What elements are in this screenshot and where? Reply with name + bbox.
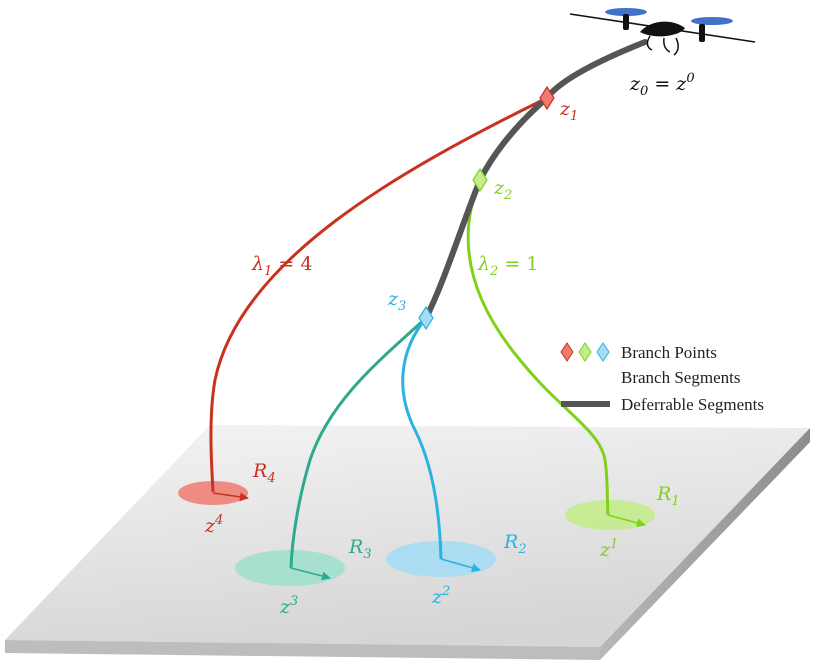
label-goal1: z1	[599, 537, 618, 561]
label-z0: z0 = z0	[629, 71, 695, 99]
legend-cyan-diamond-icon	[596, 342, 610, 362]
branch-segment-green	[466, 179, 610, 516]
branch-segment-teal	[289, 316, 428, 569]
label-goal2: z2	[431, 584, 450, 608]
goal-arrow-4	[212, 492, 249, 502]
label-lambda2: λ2 = 1	[477, 253, 538, 279]
region-r3	[235, 550, 345, 586]
legend: Branch Points Branch Segments Deferrable…	[560, 342, 764, 414]
legend-red-diamond-icon	[560, 342, 574, 362]
goal-arrow-2	[440, 558, 481, 573]
label-z2: z2	[493, 177, 512, 203]
label-goal3: z3	[279, 594, 298, 618]
label-z1: z1	[559, 98, 578, 124]
label-goal4: z4	[204, 513, 223, 537]
label-lambda1: λ1 = 4	[251, 253, 312, 279]
legend-branch-segments: Branch Segments	[621, 368, 740, 387]
label-r2: R2	[503, 531, 527, 557]
label-z3: z3	[387, 288, 406, 314]
goal-arrow-1	[607, 514, 646, 528]
branch-point-z1-icon	[539, 85, 555, 111]
deferrable-segment	[423, 39, 648, 321]
branch-point-z3-icon	[418, 305, 434, 331]
branch-point-z2-icon	[472, 167, 488, 193]
branch-segment-cyan	[401, 317, 443, 560]
legend-branch-points: Branch Points	[621, 343, 717, 362]
legend-deferrable-segments: Deferrable Segments	[621, 395, 764, 414]
quadrotor-drone-icon	[569, 8, 756, 56]
label-r1: R1	[656, 483, 680, 509]
label-r3: R3	[348, 536, 372, 562]
label-r4: R4	[252, 460, 276, 486]
ground-plane	[5, 425, 810, 660]
legend-green-diamond-icon	[578, 342, 592, 362]
goal-arrow-3	[290, 567, 331, 581]
branch-segment-red	[209, 96, 548, 493]
